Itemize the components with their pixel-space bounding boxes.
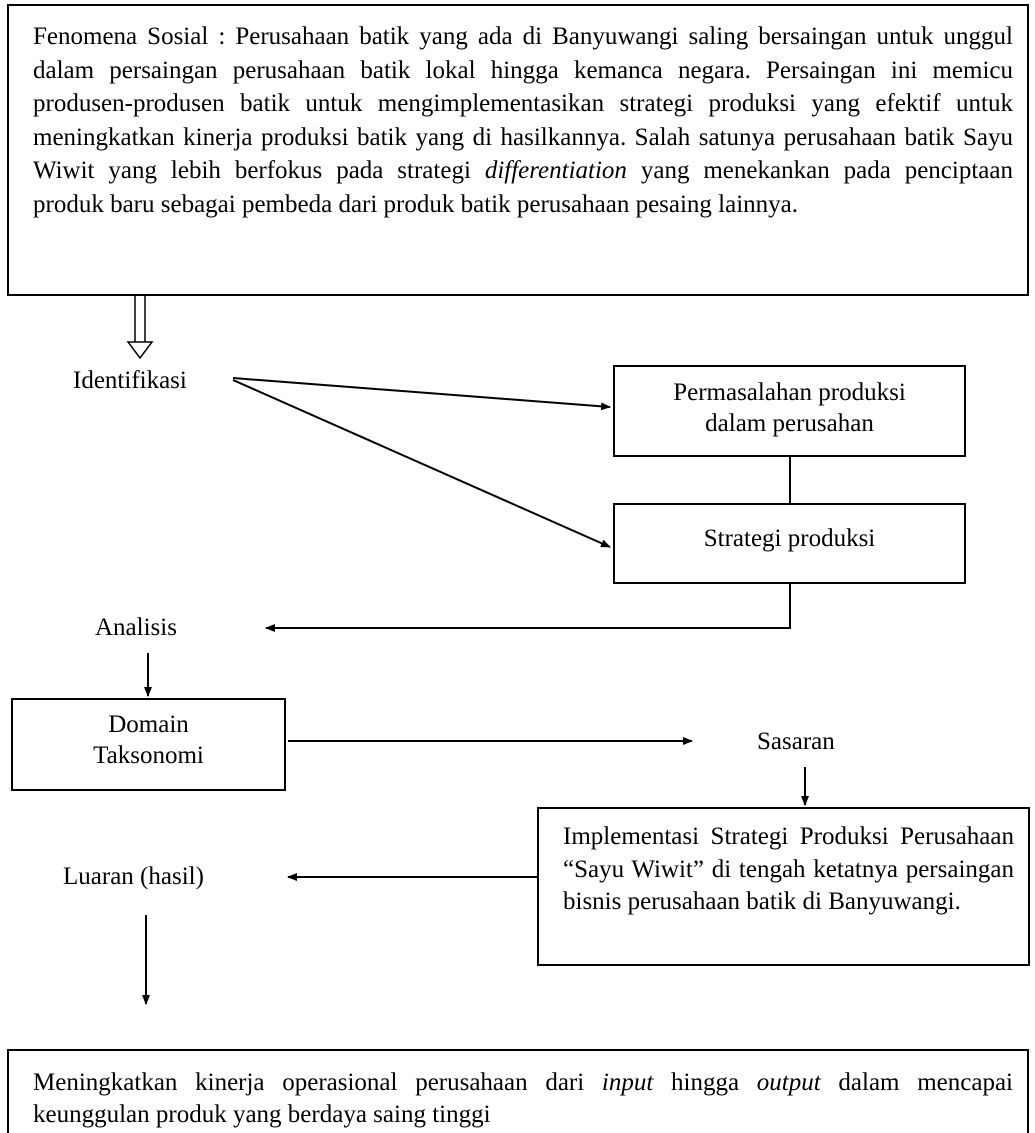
implementasi-text: Implementasi Strategi Produksi Perusahaa… (563, 823, 1014, 915)
fenomena-text: Fenomena Sosial : Perusahaan batik yang … (33, 23, 1013, 184)
arrow-identifikasi-strategi (232, 379, 611, 548)
sasaran-label: Sasaran (757, 728, 835, 755)
hasil-text: Meningkatkan kinerja operasional perusah… (33, 1069, 602, 1096)
arrow-strategi-analisis (265, 584, 791, 632)
hasil-box: Meningkatkan kinerja operasional perusah… (7, 1049, 1029, 1133)
hasil-text-mid: hingga (653, 1069, 757, 1096)
permasalahan-line1: Permasalahan produksi (673, 379, 906, 406)
hasil-italic-input: input (601, 1069, 654, 1096)
fenomena-sosial-box: Fenomena Sosial : Perusahaan batik yang … (7, 4, 1029, 296)
domain-line2: Taksonomi (93, 742, 204, 769)
hasil-text-end: dalam mencapai keunggulan produk yang be… (33, 1069, 1013, 1128)
luaran-label: Luaran (hasil) (63, 863, 204, 890)
hasil-italic-output: output (756, 1069, 821, 1096)
implementasi-box: Implementasi Strategi Produksi Perusahaa… (537, 807, 1030, 966)
permasalahan-produksi-box: Permasalahan produksi dalam perusahan (613, 365, 966, 457)
fenomena-text-end: yang menekankan pada penciptaan produk b… (33, 157, 1013, 218)
fenomena-italic-term: differentiation (484, 157, 627, 184)
arrow-identifikasi-permasalahan (232, 377, 611, 411)
domain-taksonomi-box: Domain Taksonomi (11, 698, 286, 791)
domain-line1: Domain (108, 711, 189, 738)
hollow-down-arrow (126, 296, 154, 360)
analisis-label: Analisis (95, 614, 177, 641)
strategi-produksi-label: Strategi produksi (703, 525, 876, 552)
identifikasi-label: Identifikasi (73, 367, 187, 394)
strategi-produksi-box: Strategi produksi (613, 503, 966, 584)
permasalahan-line2: dalam perusahan (705, 410, 874, 437)
